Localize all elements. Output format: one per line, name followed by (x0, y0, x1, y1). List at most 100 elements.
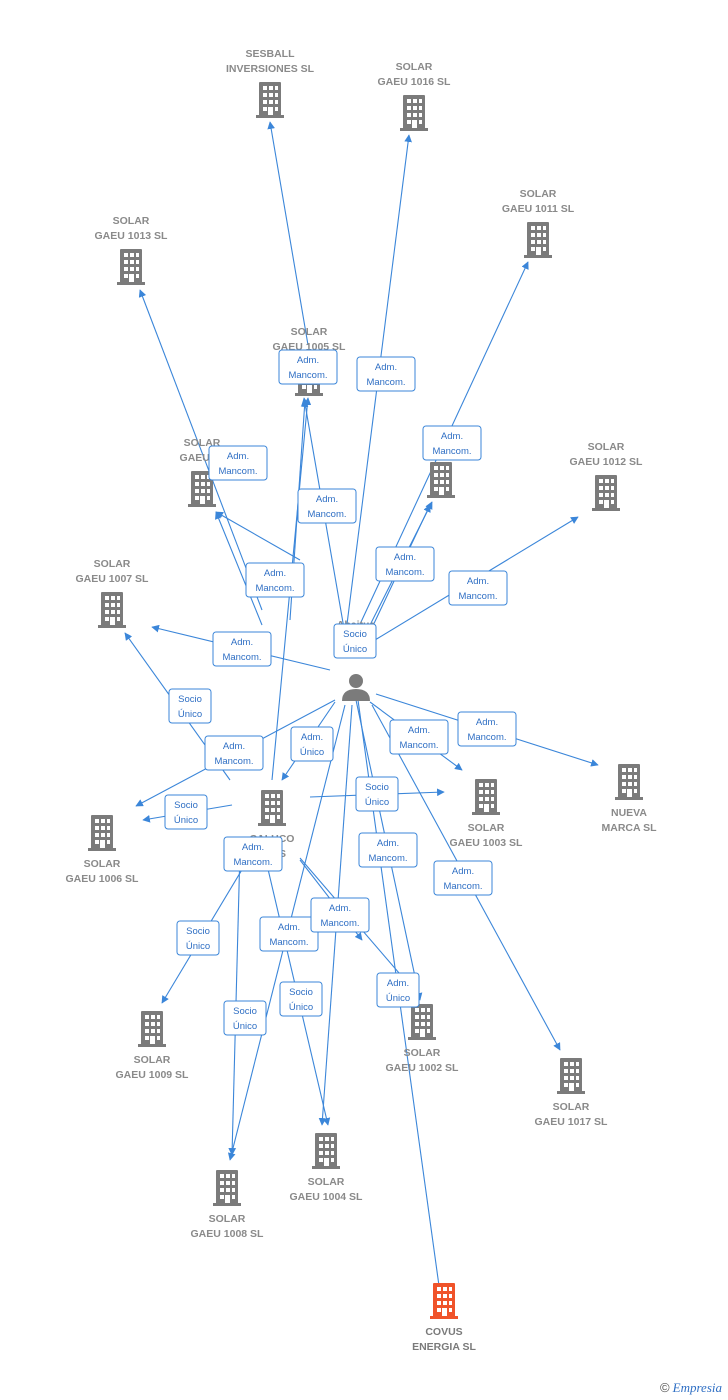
building-icon (524, 222, 552, 258)
relation-label-text: Único (365, 797, 389, 808)
company-name-line: GAEU 1008 SL (191, 1228, 265, 1240)
relation-label-text: Adm. (467, 576, 489, 587)
relation-label[interactable]: Adm.Mancom. (389, 719, 449, 755)
company-node-g1008[interactable]: SOLAR GAEU 1008 SL (191, 1170, 265, 1240)
relation-label-text: Mancom. (458, 591, 497, 602)
company-name-line: SOLAR (209, 1213, 246, 1225)
building-icon (427, 462, 455, 498)
building-icon (98, 592, 126, 628)
relation-label[interactable]: Adm. Único (290, 726, 334, 762)
relation-label-text: Mancom. (288, 370, 327, 381)
relation-label[interactable]: Adm.Mancom. (457, 711, 517, 747)
company-name-line: SOLAR (308, 1176, 345, 1188)
company-name-line: SOLAR (588, 441, 625, 453)
building-icon (400, 95, 428, 131)
company-name-line: GAEU 1003 SL (450, 837, 524, 849)
relation-label-text: Adm. (387, 978, 409, 989)
relation-label-text: Socio (233, 1006, 257, 1017)
relation-label-box (223, 836, 283, 872)
brand-name: Empresia (672, 1380, 722, 1395)
relation-label[interactable]: Adm. Mancom. (448, 570, 508, 606)
person-icon (349, 674, 363, 688)
relation-label[interactable]: Adm.Mancom. (245, 562, 305, 598)
relation-label-text: Adm. (476, 717, 498, 728)
relation-label-text: Único (300, 747, 324, 758)
relation-label-text: Único (289, 1002, 313, 1013)
relation-label-box (164, 794, 208, 830)
company-name-line: SOLAR (94, 558, 131, 570)
relation-label[interactable]: Adm. Mancom. (278, 349, 338, 385)
relation-label[interactable]: Adm.Mancom. (356, 356, 416, 392)
relation-label[interactable]: Adm.Mancom. (212, 631, 272, 667)
edge-labels-layer: Adm. Mancom. Adm. Mancom. Adm. Mancom. Adm. Man… (164, 349, 517, 1036)
edge-line (215, 511, 301, 561)
company-name-line: SESBALL (245, 48, 295, 60)
company-name-line: SOLAR (396, 61, 433, 73)
relation-label[interactable]: Adm.Mancom. (259, 916, 319, 952)
relation-label-text: Mancom. (443, 881, 482, 892)
relation-label[interactable]: Adm.Mancom. (208, 445, 268, 481)
relation-label-text: Socio (174, 800, 198, 811)
relation-label-text: Adm. (375, 362, 397, 373)
relation-label-box (375, 546, 435, 582)
relation-label-text: Mancom. (399, 740, 438, 751)
relation-label[interactable]: Adm.Mancom. (358, 832, 418, 868)
relation-label-box (457, 711, 517, 747)
relation-label[interactable]: Adm.Mancom. (310, 897, 370, 933)
relation-label[interactable]: Adm.Mancom. (422, 425, 482, 461)
company-name-line: GAEU 1012 SL (570, 456, 644, 468)
company-name-line: GAEU 1002 SL (386, 1062, 460, 1074)
relation-label-text: Mancom. (368, 853, 407, 864)
building-icon (472, 779, 500, 815)
relation-label-text: Único (174, 815, 198, 826)
relation-label-text: Adm. (301, 732, 323, 743)
relation-label-text: Adm. (278, 922, 300, 933)
company-name-line: ENERGIA SL (412, 1341, 476, 1353)
relation-label[interactable]: Adm.Mancom. (375, 546, 435, 582)
relation-label[interactable]: Adm.Único (376, 972, 420, 1008)
relation-label-text: Socio (365, 782, 389, 793)
company-name-line: SOLAR (113, 215, 150, 227)
company-name-line: SOLAR (134, 1054, 171, 1066)
company-name-line: GAEU 1009 SL (116, 1069, 190, 1081)
company-node-g1012[interactable]: SOLAR GAEU 1012 SL (570, 441, 644, 511)
relation-label-text: Adm. (452, 866, 474, 877)
relation-label-box (389, 719, 449, 755)
relation-label[interactable]: Adm.Mancom. (223, 836, 283, 872)
relation-label-text: Mancom. (307, 509, 346, 520)
relation-label-box (279, 981, 323, 1017)
relation-label[interactable]: Adm.Mancom. (297, 488, 357, 524)
building-icon (256, 82, 284, 118)
relation-label-text: Adm. (231, 637, 253, 648)
edge-line (215, 511, 263, 626)
relation-label-text: Adm. (297, 355, 319, 366)
relation-label[interactable]: Adm. Mancom. (433, 860, 493, 896)
relation-label-text: Adm. (264, 568, 286, 579)
relation-label-text: Socio (186, 926, 210, 937)
edge-line (259, 834, 331, 1126)
brand-watermark: ©Empresia (660, 1380, 722, 1396)
relation-label[interactable]: Adm.Mancom. (204, 735, 264, 771)
company-node-g1009[interactable]: SOLAR GAEU 1009 SL (116, 1011, 190, 1081)
relation-label-box (358, 832, 418, 868)
relation-label-box (310, 897, 370, 933)
